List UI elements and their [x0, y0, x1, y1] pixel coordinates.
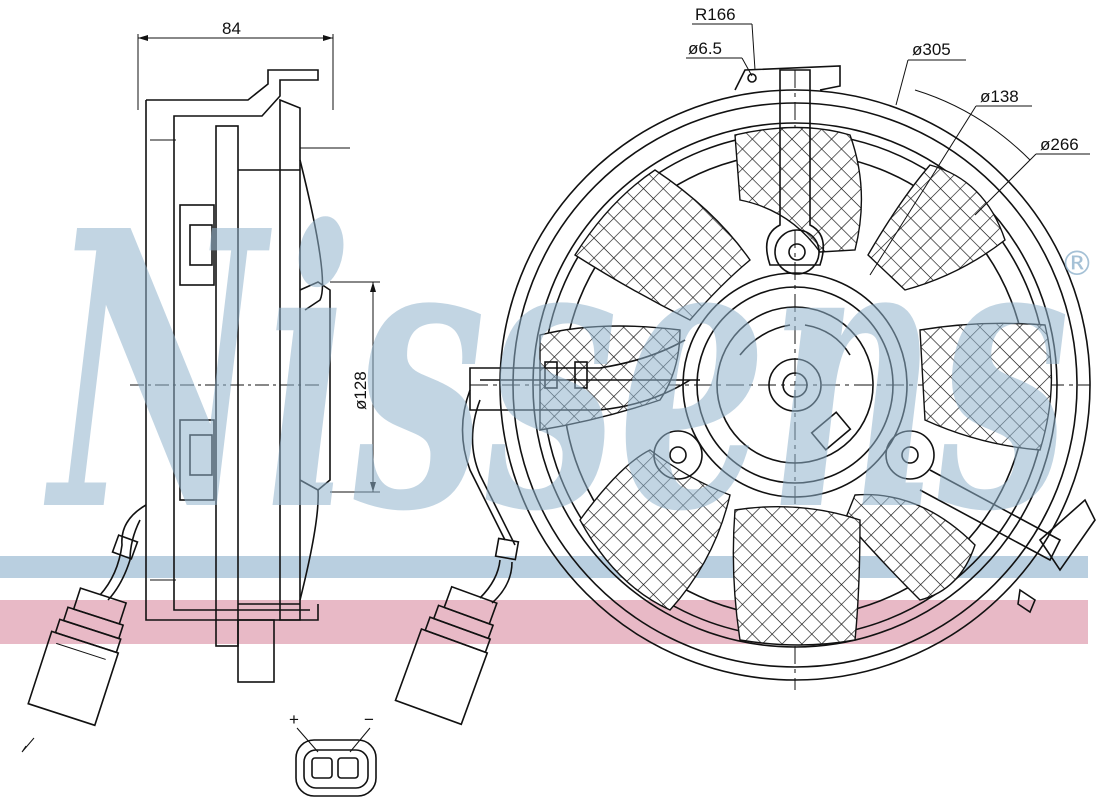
side-view: 84 ø128 — [27, 19, 380, 727]
fan-blades — [539, 126, 1053, 646]
watermark-brand: Nissens — [43, 148, 1070, 595]
connector-pinout: + − — [289, 710, 377, 797]
dimension-width-84: 84 — [222, 19, 241, 38]
front-view: R166 ø6.5 ø305 ø138 ø266 — [394, 5, 1096, 726]
dimension-d138: ø138 — [980, 87, 1019, 106]
dimension-r166: R166 — [695, 5, 736, 24]
connector-minus-label: − — [364, 710, 374, 729]
watermark-pink-band — [0, 600, 1088, 644]
dimension-d266: ø266 — [1040, 135, 1079, 154]
watermark-registered: ® — [1060, 244, 1094, 284]
reference-arrow — [21, 737, 35, 753]
dimension-d128: ø128 — [351, 371, 370, 410]
dimension-d305: ø305 — [912, 40, 951, 59]
dimension-d6-5: ø6.5 — [688, 39, 722, 58]
connector-plus-label: + — [289, 710, 299, 729]
